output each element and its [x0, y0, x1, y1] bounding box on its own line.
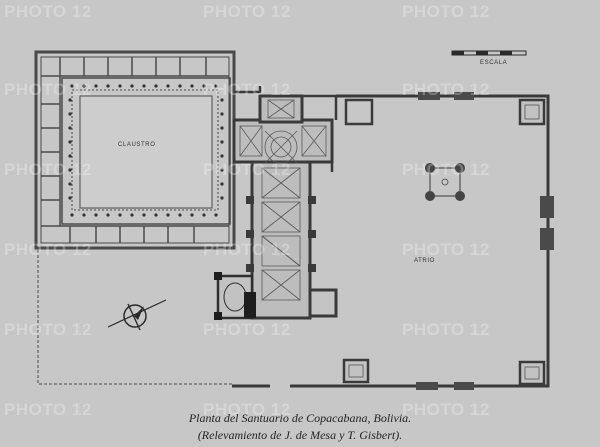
atrium-gates [416, 92, 554, 390]
church-vaulting [239, 99, 327, 301]
nave-buttresses [246, 196, 316, 272]
cloister-cells-bottom [41, 225, 229, 243]
watermark: PHOTO 12 [4, 320, 92, 339]
figure-caption: Planta del Santuario de Copacabana, Boli… [0, 410, 600, 444]
atrium-monument [425, 163, 465, 201]
watermark: PHOTO 12 [402, 2, 490, 21]
watermark: PHOTO 12 [4, 2, 92, 21]
cloister-block [34, 50, 236, 250]
claustro-label: CLAUSTRO [118, 142, 155, 148]
caption-line-1: Planta del Santuario de Copacabana, Boli… [188, 411, 412, 425]
scale-bar-icon [451, 50, 527, 56]
watermark: PHOTO 12 [203, 160, 291, 179]
arcade-columns [68, 84, 224, 217]
cloister-cells-top [41, 57, 229, 77]
posa-chapel-interiors [348, 104, 540, 380]
watermark: PHOTO 12 [402, 400, 490, 419]
watermark: PHOTO 12 [203, 80, 291, 99]
posa-chapels [342, 98, 546, 386]
watermark: PHOTO 12 [4, 160, 92, 179]
caption-line-2: (Relevamiento de J. de Mesa y T. Gisbert… [197, 428, 403, 442]
watermark: PHOTO 12 [402, 240, 490, 259]
cloister-cells-left [41, 76, 61, 226]
atrio-label: ATRIO [414, 258, 435, 264]
watermark: PHOTO 12 [4, 80, 92, 99]
watermark: PHOTO 12 [203, 400, 291, 419]
watermark: PHOTO 12 [203, 240, 291, 259]
watermark: PHOTO 12 [402, 80, 490, 99]
north-arrow-icon [107, 299, 167, 331]
scale-label: ESCALA [480, 60, 507, 66]
chapel-dark-wall [214, 272, 256, 320]
watermark: PHOTO 12 [203, 320, 291, 339]
watermark: PHOTO 12 [4, 240, 92, 259]
watermark: PHOTO 12 [203, 2, 291, 21]
church-annex [308, 288, 338, 318]
watermark: PHOTO 12 [402, 160, 490, 179]
watermark: PHOTO 12 [402, 320, 490, 339]
watermark: PHOTO 12 [4, 400, 92, 419]
